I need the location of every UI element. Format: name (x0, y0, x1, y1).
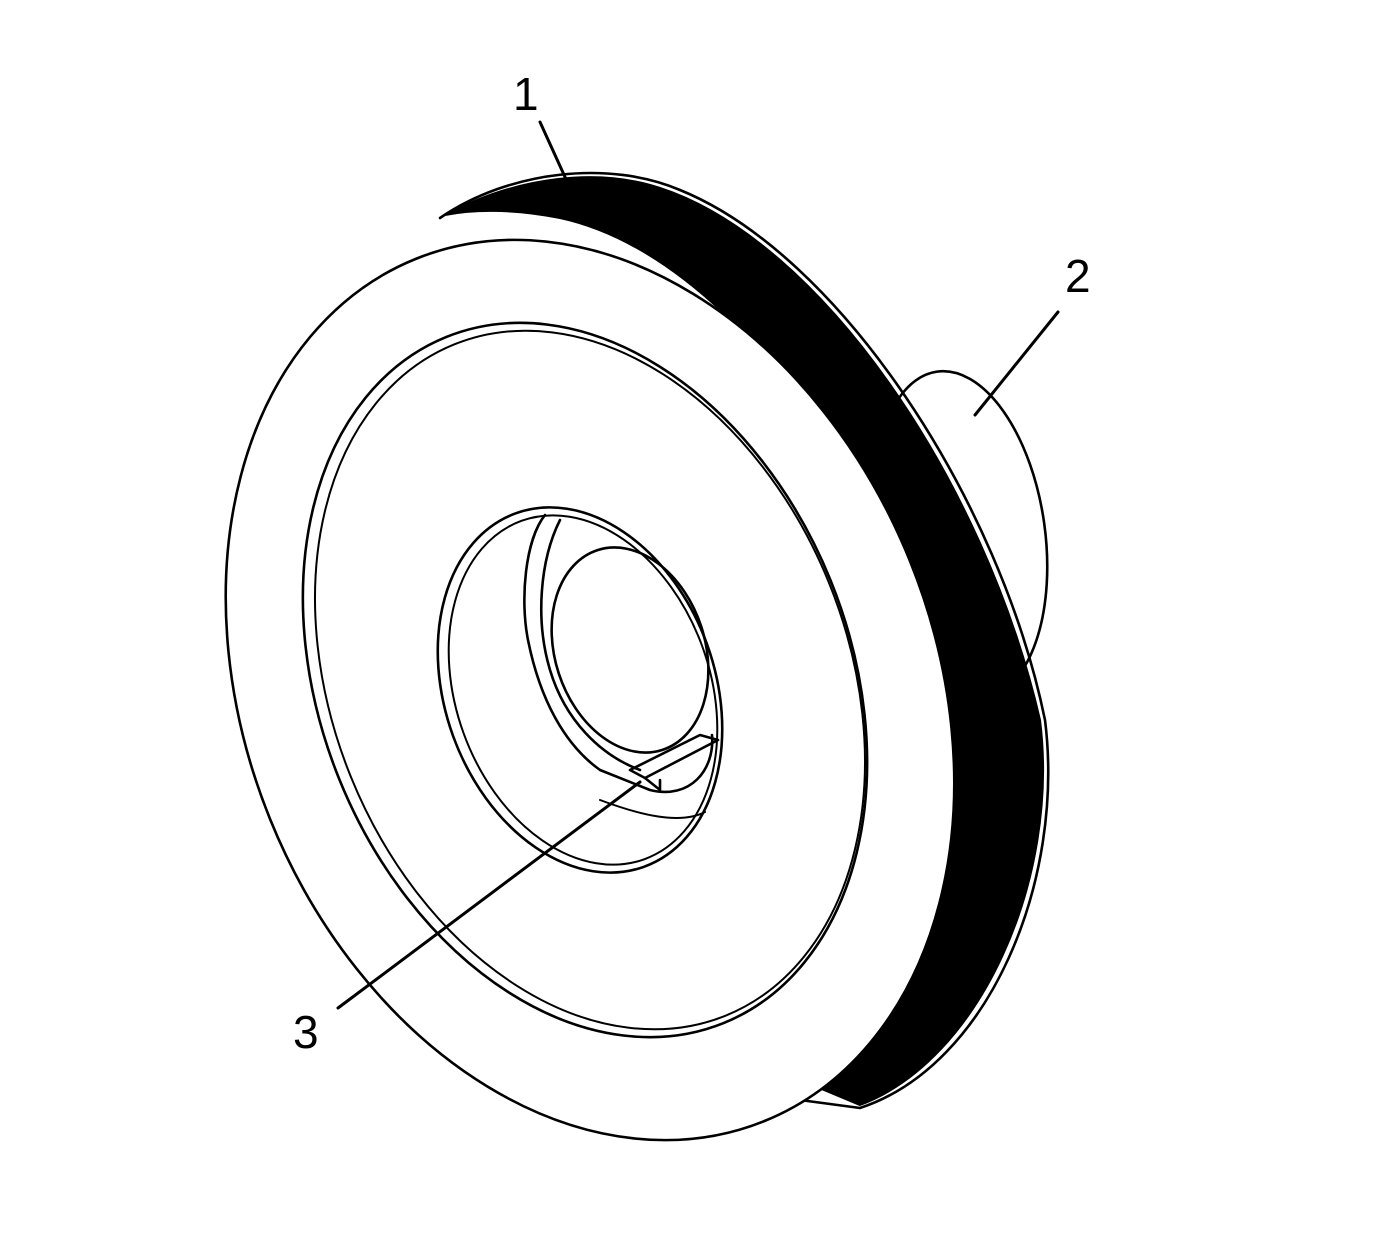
callout-2-leader (973, 310, 1060, 417)
callout-1-label: 1 (513, 68, 539, 120)
center-bore (436, 506, 724, 874)
callout-3-label: 3 (293, 1006, 319, 1058)
callout-1-leader (538, 120, 582, 212)
callout-3-leader (336, 780, 642, 1010)
callout-2-label: 2 (1065, 250, 1091, 302)
